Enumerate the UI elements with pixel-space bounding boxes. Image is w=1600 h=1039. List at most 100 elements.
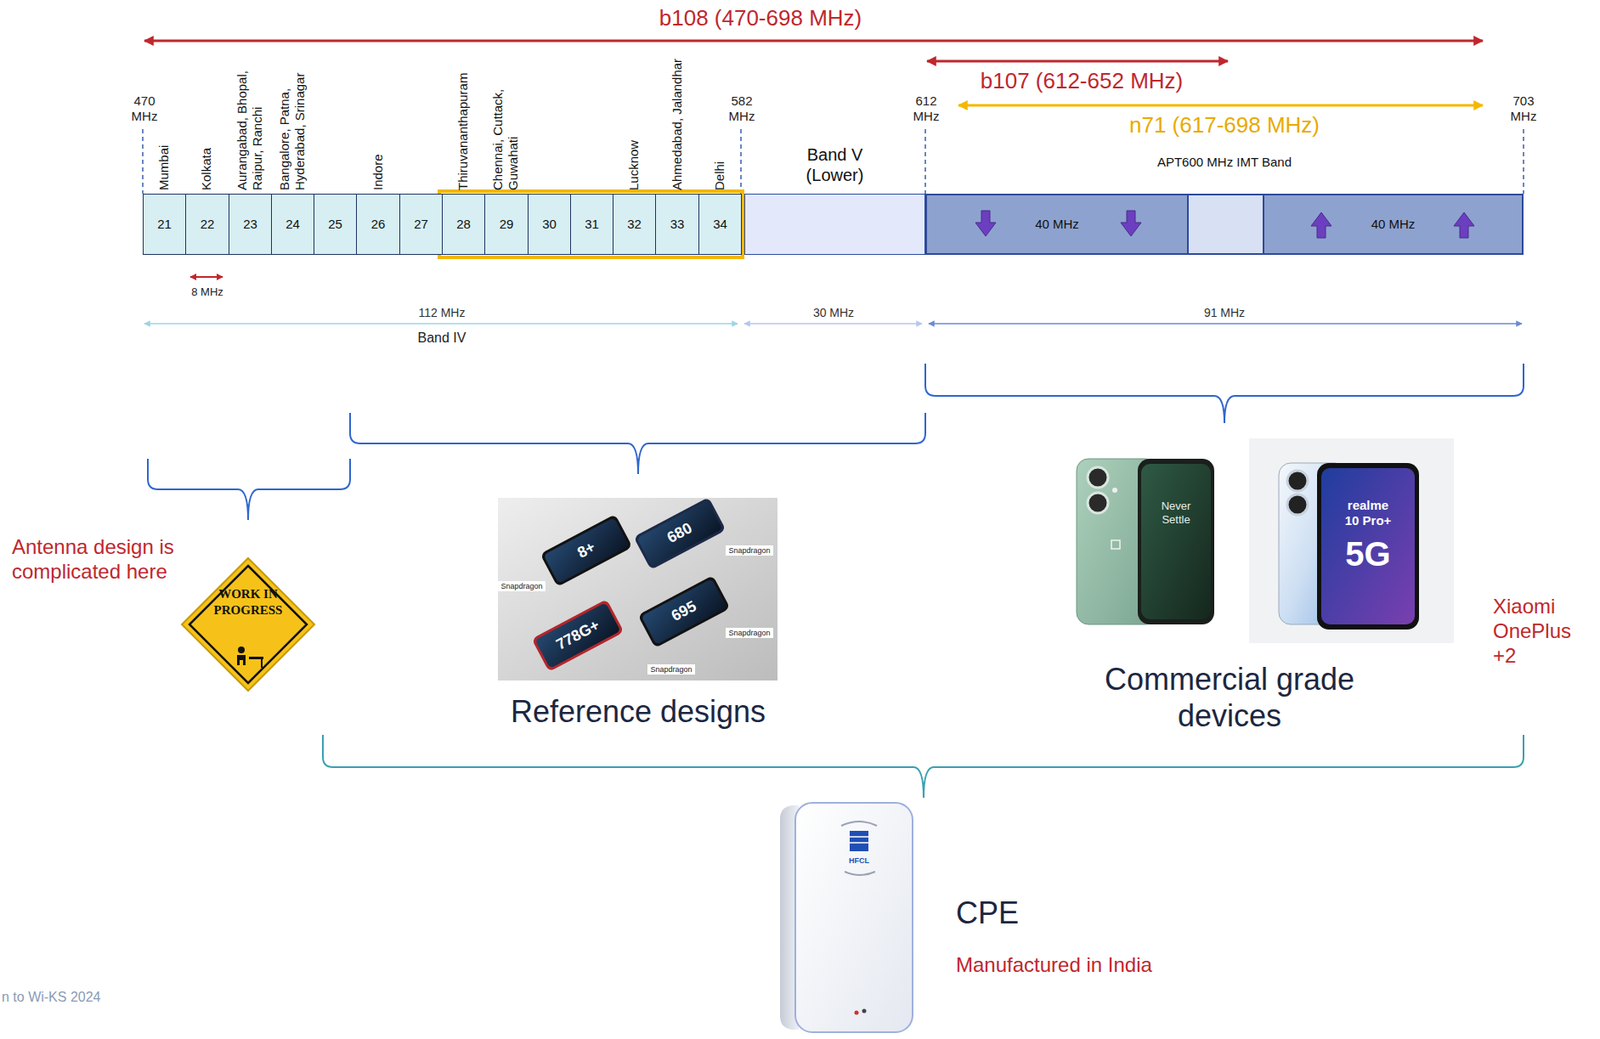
box-label: 33 — [670, 216, 685, 232]
highlight-frame — [439, 191, 743, 258]
frequency-marker — [1522, 129, 1525, 194]
phone-body — [531, 599, 625, 673]
phone-screen — [641, 578, 728, 645]
channel-box: 25 — [313, 193, 357, 255]
phone-screen — [1321, 468, 1415, 625]
phone-screen — [1141, 463, 1211, 620]
city-label: Bangalore, Patna, Hyderabad, Srinagar — [277, 54, 308, 191]
city-label: Mumbai — [156, 145, 172, 191]
warning-sign — [181, 558, 315, 691]
box-label: 28 — [456, 216, 471, 232]
cpe-logo — [841, 821, 877, 826]
chip-badge: Snapdragon — [647, 664, 695, 676]
dimension-label: 91 MHz — [1204, 305, 1245, 321]
city-label: Thiruvananthapuram — [455, 73, 471, 191]
brand-list: Xiaomi OnePlus +2 — [1492, 594, 1572, 668]
camera-flash — [1112, 487, 1118, 493]
range-brace — [350, 412, 926, 475]
brand-logo — [1111, 540, 1120, 549]
phone-picture — [638, 575, 731, 649]
frequency-marker — [740, 129, 742, 194]
channel-box: 22 — [185, 193, 230, 255]
band-label: b108 (470-698 MHz) — [659, 5, 862, 32]
city-label: Indore — [370, 153, 386, 191]
phone-body — [1317, 463, 1420, 630]
subband-box: 40 MHz — [1262, 193, 1524, 255]
subband-box: 40 MHz — [925, 193, 1189, 255]
box-label: 29 — [499, 216, 515, 232]
worker-icon — [237, 655, 246, 666]
box-label: 32 — [627, 216, 642, 232]
cpe-logo — [849, 836, 869, 838]
band-name: Band IV — [418, 329, 467, 346]
phone-body — [633, 497, 727, 571]
photo-background — [497, 497, 778, 681]
city-label: Lucknow — [626, 140, 642, 191]
phone-screen-text: realme 10 Pro+ — [1342, 497, 1394, 529]
logo-text: HFCL — [848, 856, 870, 866]
downlink-arrow — [1120, 210, 1142, 237]
range-brace — [147, 458, 351, 521]
city-label: Aurangabad, Bhopal, Raipur, Ranchi — [234, 54, 266, 191]
channel-box: 24 — [271, 193, 315, 255]
frequency-label: 703 MHz — [1510, 93, 1538, 125]
box-label: 34 — [712, 216, 728, 232]
box-label: 22 — [200, 216, 215, 232]
band-heading: APT600 MHz IMT Band — [1157, 154, 1292, 170]
city-label: Kolkata — [198, 147, 215, 191]
box-label: 27 — [413, 216, 429, 232]
box-label: 21 — [157, 216, 172, 232]
dimension-line — [744, 322, 922, 325]
box-label: 25 — [327, 216, 343, 232]
phone-screen-text: 5G — [1345, 533, 1391, 575]
b107-span-arrow — [927, 60, 1228, 63]
dimension-label: 30 MHz — [813, 305, 854, 321]
band-label: n71 (617-698 MHz) — [1129, 112, 1320, 139]
phone-screen — [535, 602, 622, 669]
city-label: Ahmedabad, Jalandhar — [669, 58, 685, 191]
caption: Commercial grade devices — [1059, 661, 1400, 735]
photo-background — [1249, 438, 1454, 644]
range-brace — [925, 363, 1524, 424]
cpe-logo — [849, 842, 869, 844]
channel-box: 30 — [527, 193, 572, 255]
caption: CPE — [955, 894, 1019, 932]
frequency-label: 612 MHz — [913, 93, 940, 125]
phone-body — [1137, 458, 1215, 625]
phone-body — [540, 514, 634, 588]
channel-box: 26 — [356, 193, 401, 255]
box-label: 30 — [542, 216, 557, 232]
chip-badge: Snapdragon — [725, 545, 773, 557]
dimension-line — [928, 322, 1522, 325]
frequency-marker — [924, 129, 927, 194]
camera-lens — [1087, 492, 1109, 514]
uplink-arrow — [1453, 212, 1475, 238]
channel-box: 23 — [228, 193, 272, 255]
band-heading: Band V (Lower) — [797, 144, 874, 186]
band-label: b107 (612-652 MHz) — [980, 67, 1183, 95]
status-led — [862, 1009, 867, 1014]
band-box: Band V (Lower) — [744, 193, 926, 255]
channel-box: 31 — [570, 193, 614, 255]
dimension-label: 112 MHz — [418, 305, 466, 321]
box-label: 40 MHz — [1371, 216, 1416, 232]
phone-picture — [531, 599, 625, 673]
box-label: 26 — [371, 216, 386, 232]
camera-lens — [1287, 470, 1308, 492]
phone-picture — [540, 514, 634, 588]
note: Antenna design is complicated here — [11, 535, 225, 585]
chip-badge: Snapdragon — [497, 581, 545, 593]
worker-icon — [237, 646, 245, 654]
frequency-marker — [141, 129, 144, 194]
frequency-label: 582 MHz — [729, 93, 756, 125]
cpe-logo — [844, 871, 876, 876]
status-led — [854, 1011, 860, 1016]
channel-box: 29 — [484, 193, 529, 255]
camera-lens — [1087, 467, 1109, 488]
channel-box: 32 — [612, 193, 656, 255]
frequency-label: 470 MHz — [131, 93, 159, 125]
range-brace — [322, 734, 1524, 798]
channel-box: 33 — [655, 193, 700, 255]
city-label: Chennai, Cuttack, Guwahati — [490, 54, 521, 191]
channel-box: 27 — [399, 193, 443, 255]
